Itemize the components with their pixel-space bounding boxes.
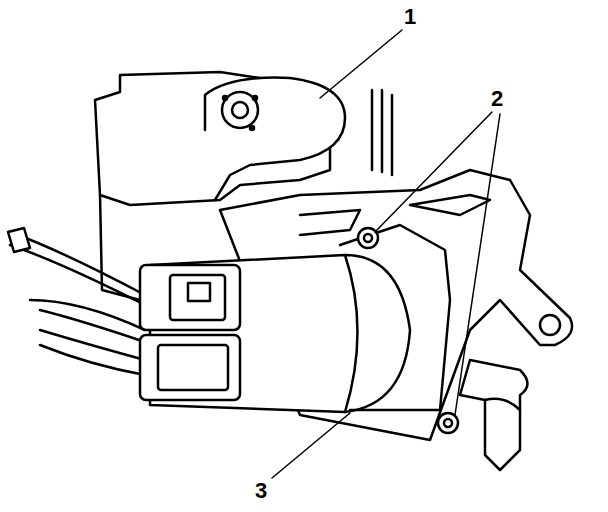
hub-dot — [253, 96, 257, 100]
housing-edge — [100, 195, 140, 300]
hub-dot — [250, 126, 254, 130]
leader-line — [320, 30, 402, 98]
tube-edge — [485, 399, 520, 410]
leader-line — [375, 112, 492, 232]
callout-number: 1 — [403, 6, 417, 28]
callout-number: 2 — [490, 88, 504, 110]
bolt — [438, 413, 458, 433]
leader-line — [455, 114, 500, 415]
drive-end — [205, 78, 345, 200]
pipe — [372, 90, 392, 175]
motor-flange — [340, 225, 450, 410]
bolt-head — [444, 419, 452, 427]
drive-shaft — [232, 102, 248, 118]
hub-dot — [223, 96, 227, 100]
connector — [140, 265, 240, 330]
plate-slot — [410, 195, 490, 215]
bolt-head — [364, 234, 372, 242]
connector-latch — [170, 275, 225, 320]
wire-end — [8, 228, 30, 252]
callout-number: 3 — [254, 480, 268, 502]
connector — [140, 335, 240, 400]
tube — [460, 360, 528, 470]
plate-edge — [300, 210, 360, 235]
bracket-hole — [540, 315, 560, 335]
drive-hub — [222, 92, 258, 128]
connector-body — [158, 345, 228, 390]
connector-tab — [188, 283, 210, 301]
wire — [10, 232, 145, 375]
motor-seam — [345, 255, 358, 412]
leader-line — [272, 413, 350, 478]
